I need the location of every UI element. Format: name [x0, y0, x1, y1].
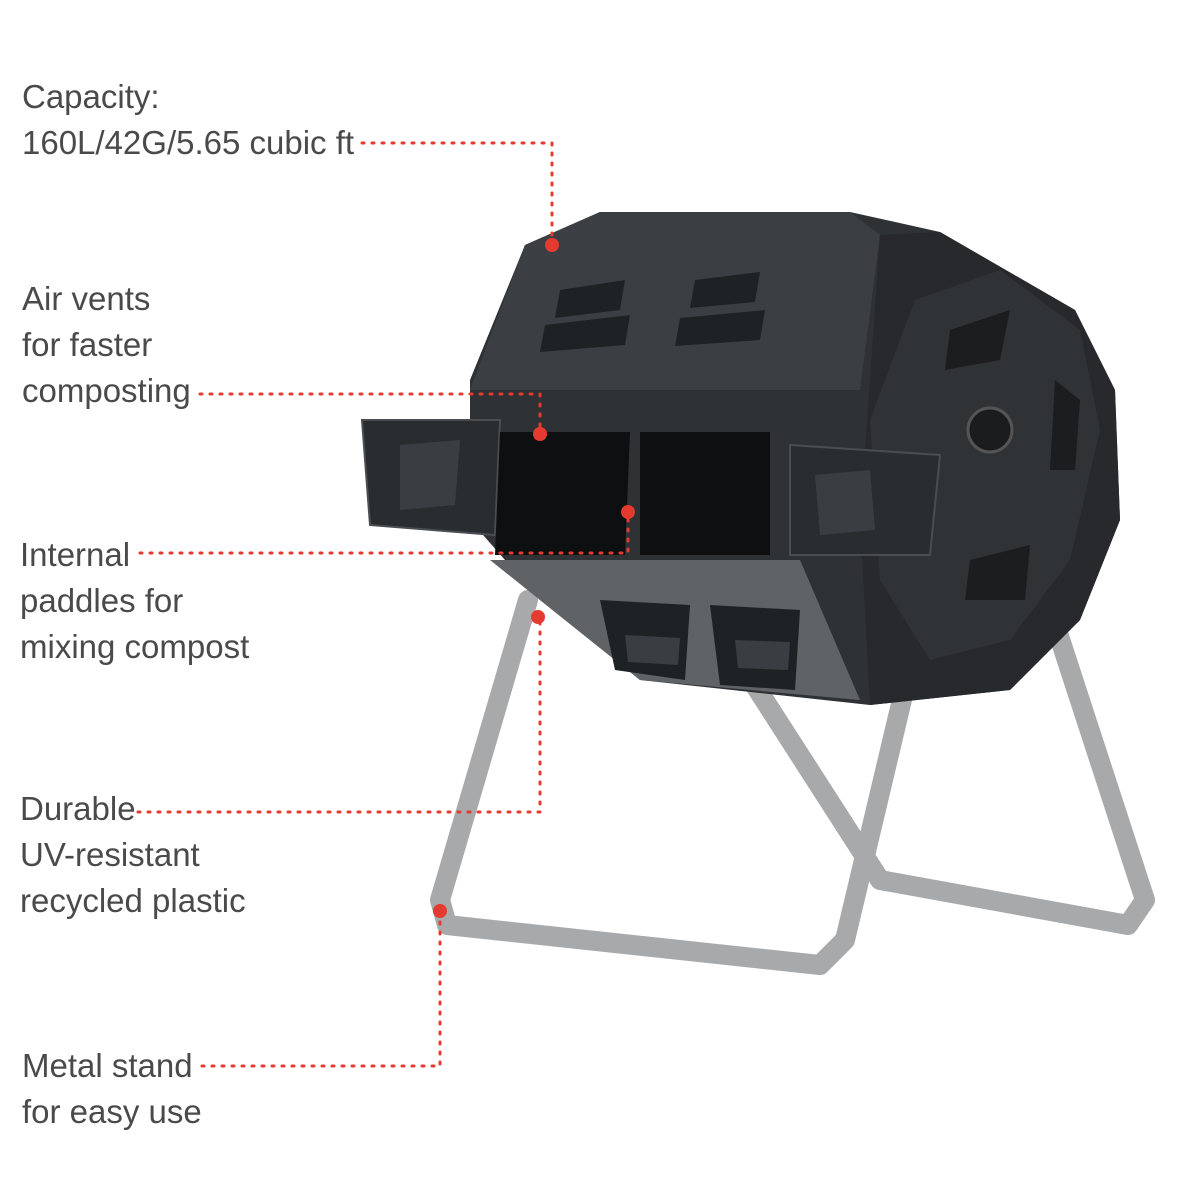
stand-label-line: for easy use: [22, 1093, 202, 1130]
capacity-label-line: 160L/42G/5.65 cubic ft: [22, 124, 355, 161]
callout-dot-stand: [433, 904, 447, 918]
paddles-label: Internal paddles for mixing compost: [20, 532, 249, 670]
callout-leaders: [136, 141, 630, 1068]
air-vents-label-line: Air vents: [22, 280, 151, 317]
air-vents-label-line: for faster: [22, 326, 153, 363]
plastic-label-line: recycled plastic: [20, 882, 246, 919]
plastic-label-line: Durable: [20, 790, 136, 827]
paddles-label-line: Internal: [20, 536, 131, 573]
stand-label-line: Metal stand: [22, 1047, 193, 1084]
callout-dot-capacity: [545, 238, 559, 252]
capacity-label-line: Capacity:: [22, 78, 160, 115]
plastic-label-line: UV-resistant: [20, 836, 200, 873]
paddles-label-line: paddles for: [20, 582, 184, 619]
callout-dot-vents: [533, 427, 547, 441]
tumbler-drum: [360, 212, 1120, 705]
paddles-label-line: mixing compost: [20, 628, 250, 665]
air-vents-label: Air vents for faster composting: [22, 276, 191, 414]
callout-dot-paddles: [621, 505, 635, 519]
callout-dot-plastic: [531, 610, 545, 624]
air-vents-label-line: composting: [22, 372, 191, 409]
stand-label: Metal stand for easy use: [22, 1043, 202, 1135]
callout-dots: [433, 238, 635, 918]
plastic-label: Durable UV-resistant recycled plastic: [20, 786, 246, 924]
capacity-label: Capacity: 160L/42G/5.65 cubic ft: [22, 74, 354, 166]
